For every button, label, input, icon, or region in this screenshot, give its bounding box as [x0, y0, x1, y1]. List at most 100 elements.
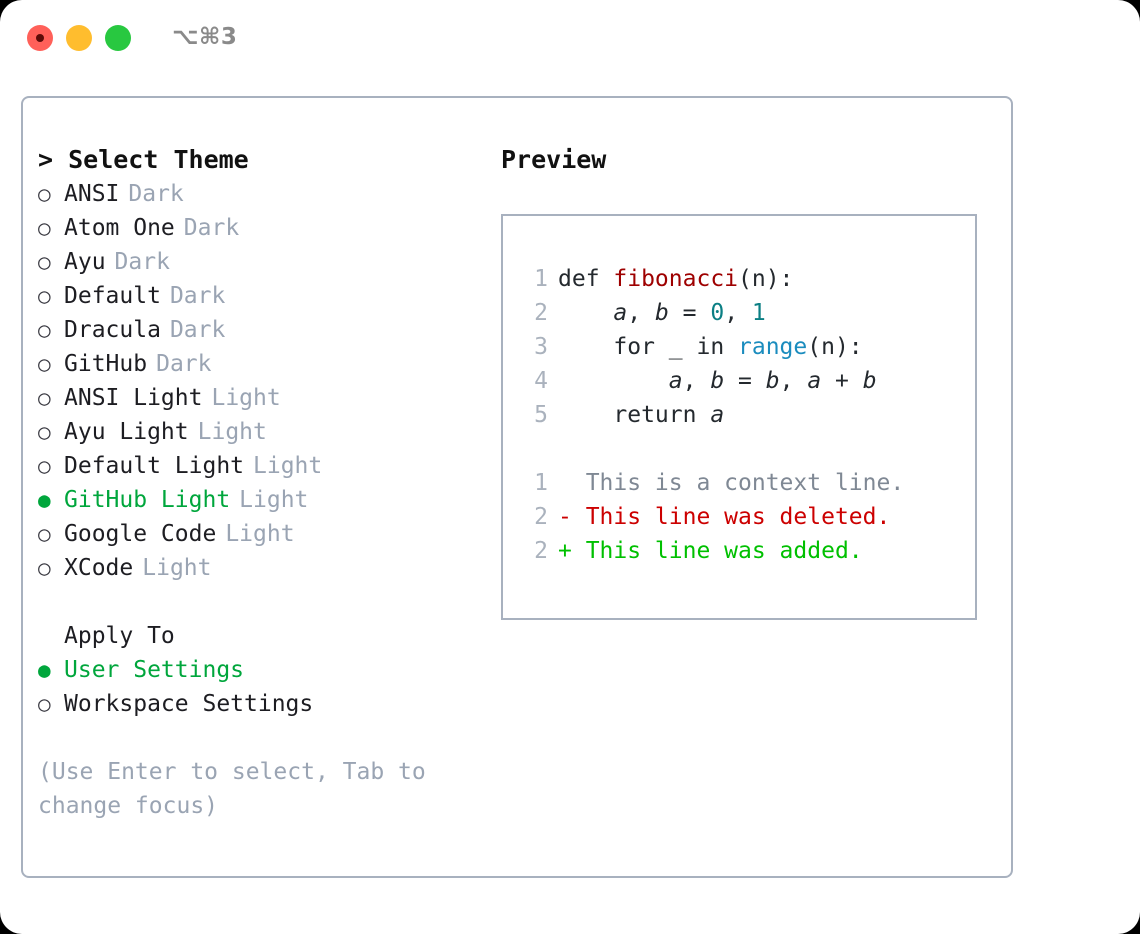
line-number: 5 [534, 402, 548, 428]
diff-line-text: - This line was deleted. [558, 504, 891, 530]
theme-variant-tag: Dark [156, 351, 212, 377]
radio-unselected-icon[interactable]: ○ [38, 522, 51, 546]
line-number: 1 [534, 470, 548, 496]
preview-header: Preview [501, 145, 607, 174]
theme-option-label: Ayu [64, 249, 106, 275]
diff-line-text: + This line was added. [558, 538, 863, 564]
apply-to-option-label: Workspace Settings [64, 691, 314, 717]
line-number: 2 [534, 504, 548, 530]
radio-selected-icon[interactable]: ● [38, 488, 51, 512]
theme-option-label: ANSI Light [64, 385, 203, 411]
theme-option-label: Ayu Light [64, 419, 189, 445]
close-window-icon[interactable] [27, 25, 53, 51]
minimize-window-icon[interactable] [66, 25, 92, 51]
code-diff-gap [520, 432, 975, 466]
code-token-plain: , [627, 300, 655, 326]
theme-option-1[interactable]: ○ Atom One Dark [38, 211, 478, 245]
theme-option-2[interactable]: ○ Ayu Dark [38, 245, 478, 279]
radio-unselected-icon[interactable]: ○ [38, 250, 51, 274]
code-token-var: b [654, 300, 669, 326]
radio-unselected-icon[interactable]: ○ [38, 556, 51, 580]
title-bar: ⌥⌘3 [0, 0, 1140, 78]
theme-option-label: Atom One [64, 215, 175, 241]
code-line-4: 4 a, b = b, a + b [520, 364, 975, 398]
code-token-plain: for _ in [558, 334, 739, 360]
theme-option-8[interactable]: ○ Default Light Light [38, 449, 478, 483]
code-line-5: 5 return a [520, 398, 975, 432]
theme-variant-tag: Light [142, 555, 212, 581]
theme-variant-tag: Light [197, 419, 267, 445]
apply-to-option-1[interactable]: ○ Workspace Settings [38, 687, 478, 721]
code-token-num: 1 [751, 300, 766, 326]
zoom-window-icon[interactable] [105, 25, 131, 51]
theme-option-7[interactable]: ○ Ayu Light Light [38, 415, 478, 449]
theme-variant-tag: Light [253, 453, 323, 479]
theme-option-label: ANSI [64, 181, 120, 207]
radio-unselected-icon[interactable]: ○ [38, 318, 51, 342]
window-shortcut-label: ⌥⌘3 [172, 24, 238, 50]
radio-unselected-icon[interactable]: ○ [38, 284, 51, 308]
theme-option-5[interactable]: ○ GitHub Dark [38, 347, 478, 381]
code-token-plain: , [724, 300, 752, 326]
code-token-plain: (n): [738, 266, 794, 292]
radio-unselected-icon[interactable]: ○ [38, 182, 51, 206]
theme-option-label: GitHub [64, 351, 148, 377]
theme-variant-tag: Dark [169, 283, 226, 309]
theme-variant-tag: Light [225, 521, 295, 547]
radio-unselected-icon[interactable]: ○ [38, 386, 51, 410]
theme-option-3[interactable]: ○ Default Dark [38, 279, 478, 313]
theme-variant-tag: Dark [114, 249, 170, 275]
line-number: 2 [534, 300, 548, 326]
apply-to-option-label: User Settings [64, 657, 245, 683]
radio-unselected-icon[interactable]: ○ [38, 454, 51, 478]
theme-variant-tag: Dark [169, 317, 226, 343]
diff-line-text: This is a context line. [558, 470, 905, 496]
code-token-var: a [668, 368, 683, 394]
theme-option-label: Dracula [64, 317, 161, 343]
radio-unselected-icon[interactable]: ○ [38, 216, 51, 240]
theme-variant-tag: Light [239, 487, 309, 513]
theme-option-label: Default Light [64, 453, 245, 479]
apply-to-option-0[interactable]: ● User Settings [38, 653, 478, 687]
line-number: 1 [534, 266, 548, 292]
radio-unselected-icon[interactable]: ○ [38, 692, 51, 716]
code-token-plain: return [558, 402, 711, 428]
section-spacer [38, 585, 478, 619]
theme-variant-tag: Dark [183, 215, 240, 241]
diff-line-ctx: 1 This is a context line. [520, 466, 975, 500]
code-token-builtin: range [738, 334, 808, 360]
code-token-plain [558, 368, 669, 394]
radio-unselected-icon[interactable]: ○ [38, 420, 51, 444]
diff-sample: 1 This is a context line. 2 - This line wa… [520, 466, 975, 568]
line-number: 4 [534, 368, 548, 394]
code-token-plain: , [682, 368, 711, 394]
radio-unselected-icon[interactable]: ○ [38, 352, 51, 376]
code-token-fn: fibonacci [613, 266, 739, 292]
code-token-var: b [862, 368, 877, 394]
theme-variant-tag: Light [211, 385, 281, 411]
code-token-plain: (n): [807, 334, 863, 360]
theme-option-4[interactable]: ○ Dracula Dark [38, 313, 478, 347]
theme-option-label: Default [64, 283, 161, 309]
line-number: 3 [534, 334, 548, 360]
code-line-1: 1 def fibonacci(n): [520, 262, 975, 296]
code-line-2: 2 a, b = 0, 1 [520, 296, 975, 330]
apply-to-header: Apply To [64, 623, 175, 649]
radio-selected-icon[interactable]: ● [38, 658, 51, 682]
code-token-plain: , [779, 368, 808, 394]
code-token-var: b [710, 368, 725, 394]
traffic-lights [27, 25, 131, 51]
theme-option-6[interactable]: ○ ANSI Light Light [38, 381, 478, 415]
code-token-plain: = [724, 368, 766, 394]
code-token-plain: def [558, 266, 614, 292]
